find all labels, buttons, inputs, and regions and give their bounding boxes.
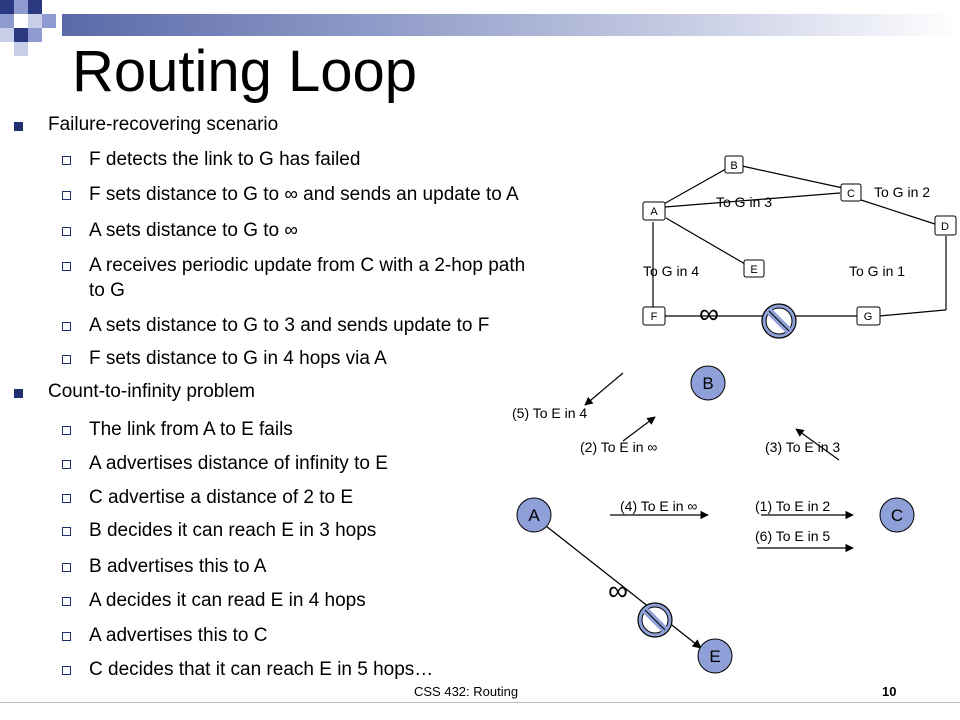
node-e-label: E [750, 264, 757, 276]
arrow-m2 [622, 416, 656, 442]
arrow-m5 [584, 372, 624, 406]
node-c-box [840, 183, 862, 202]
infinity-symbol-2: ∞ [608, 575, 628, 606]
bullet-text: Count-to-infinity problem [48, 381, 255, 402]
sub-bullet-text: B decides it can reach E in 3 hops [89, 520, 377, 541]
sub-bullet-text: A sets distance to G to 3 and sends upda… [89, 315, 490, 336]
label-a-to-g: To G in 3 [716, 194, 772, 210]
label-m5: (5) To E in 4 [512, 405, 587, 421]
slide-footer: CSS 432: Routing [414, 684, 519, 699]
infinity-symbol-1: ∞ [699, 298, 719, 329]
sub-bullet-text: The link from A to E fails [89, 419, 293, 440]
sub-bullet-text: F sets distance to G to ∞ and sends an u… [89, 184, 519, 205]
node-b-label-2: B [702, 374, 713, 393]
sub-bullet-text: A sets distance to G to ∞ [89, 220, 298, 241]
node-e-circle [697, 638, 733, 674]
node-c-label-2: C [891, 506, 903, 525]
hollow-square-bullet-icon [62, 632, 71, 641]
page-number: 10 [882, 684, 897, 699]
sub-bullet-text: B advertises this to A [89, 556, 267, 577]
node-a-circle [516, 497, 552, 533]
hollow-square-bullet-icon [62, 156, 71, 165]
node-a-box [642, 201, 666, 221]
hollow-square-bullet-icon [62, 460, 71, 469]
sub-bullet-text: A decides it can read E in 4 hops [89, 590, 366, 611]
node-b-circle [690, 365, 726, 401]
hollow-square-bullet-icon [62, 262, 71, 271]
node-g-label: G [864, 311, 873, 323]
sub-bullet-text: F sets distance to G in 4 hops via A [89, 348, 387, 369]
sub-bullet-text: A advertises this to C [89, 625, 268, 646]
label-m3: (3) To E in 3 [765, 439, 840, 455]
hollow-square-bullet-icon [62, 666, 71, 675]
hollow-square-bullet-icon [62, 563, 71, 572]
no-entry-icon [761, 303, 797, 339]
sub-bullet-text: A advertises distance of infinity to E [89, 453, 388, 474]
sub-bullet-text: F detects the link to G has failed [89, 149, 361, 170]
node-f-label: F [651, 311, 658, 323]
sub-bullet-text: A receives periodic update from C with a… [89, 255, 526, 276]
node-c-circle [879, 497, 915, 533]
node-e-box [743, 259, 765, 278]
label-m2: (2) To E in ∞ [580, 439, 657, 455]
hollow-square-bullet-icon [62, 527, 71, 536]
node-b-box [724, 155, 744, 174]
sub-bullet-text: C advertise a distance of 2 to E [89, 487, 354, 508]
sub-bullet-text: C decides that it can reach E in 5 hops… [89, 659, 434, 680]
label-m4: (4) To E in ∞ [620, 498, 697, 514]
bullet-text: Failure-recovering scenario [48, 114, 279, 135]
node-e-label-2: E [709, 647, 720, 666]
label-d-to-g: To G in 1 [849, 263, 905, 279]
label-m6: (6) To E in 5 [755, 528, 830, 544]
footer-divider [0, 702, 960, 703]
node-a-label-2: A [528, 506, 540, 525]
square-bullet-icon [14, 389, 23, 398]
node-g-box [856, 306, 881, 326]
node-b-label: B [730, 160, 737, 172]
hollow-square-bullet-icon [62, 191, 71, 200]
arrow-m3 [795, 428, 840, 461]
slide-title: Routing Loop [72, 39, 418, 104]
sub-bullet-continuation: to G [89, 280, 125, 301]
label-f-to-g: To G in 4 [643, 263, 699, 279]
label-m1: (1) To E in 2 [755, 498, 830, 514]
hollow-square-bullet-icon [62, 355, 71, 364]
no-entry-icon [637, 602, 673, 638]
node-d-label: D [941, 221, 949, 233]
square-bullet-icon [14, 122, 23, 131]
label-c-to-g: To G in 2 [874, 184, 930, 200]
hollow-square-bullet-icon [62, 227, 71, 236]
hollow-square-bullet-icon [62, 494, 71, 503]
hollow-square-bullet-icon [62, 426, 71, 435]
hollow-square-bullet-icon [62, 322, 71, 331]
node-a-label: A [650, 206, 658, 218]
node-c-label: C [847, 188, 855, 200]
node-f-box [642, 306, 666, 326]
hollow-square-bullet-icon [62, 597, 71, 606]
title-gradient-bar [62, 14, 960, 36]
node-d-box [934, 215, 957, 236]
